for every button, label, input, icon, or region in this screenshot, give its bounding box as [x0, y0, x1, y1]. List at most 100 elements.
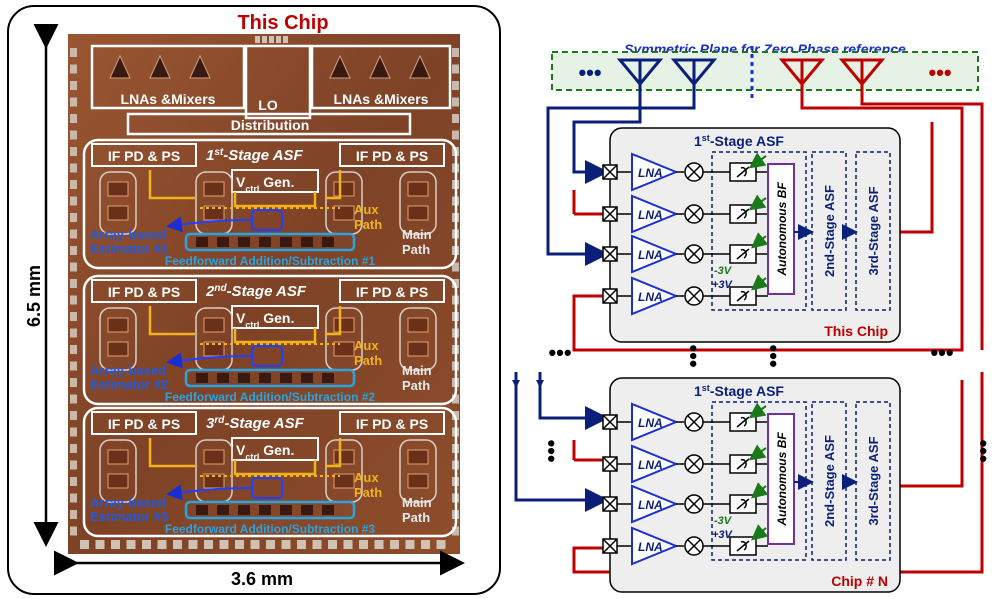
pad [95, 540, 105, 549]
feedforward-cell [196, 373, 208, 383]
pad [70, 345, 77, 354]
pad [80, 540, 89, 549]
lna-icon [631, 276, 679, 316]
minus3v-label: -3V [714, 515, 733, 527]
feedforward-cell [301, 373, 313, 383]
if-pd-label-left: IF PD & PS [108, 148, 180, 164]
main-label-1: Main [402, 227, 432, 242]
feed-red [900, 122, 934, 234]
stage-frame [82, 274, 458, 406]
lna-label: LNA [638, 540, 663, 554]
feedforward-cell [238, 237, 250, 247]
pad [70, 378, 77, 387]
antenna-array-box [551, 51, 979, 91]
phase-shifter-glyph [736, 458, 750, 470]
pad [255, 36, 260, 43]
autonomous-bf-label: Autonomous BF [775, 182, 789, 277]
feed-navy [538, 372, 609, 430]
feedforward-cell [322, 373, 334, 383]
height-label: 6.5 mm [24, 265, 44, 327]
mixer-icon-x [687, 539, 701, 553]
feedforward-box [184, 232, 356, 252]
pad [70, 427, 77, 437]
if-pd-box-right [339, 279, 445, 303]
ellipsis-vertical-4: ••• [971, 439, 996, 462]
antenna-icon [838, 58, 886, 100]
pill-column [99, 439, 137, 503]
feedforward-cell [238, 373, 250, 383]
aux-path-trace [148, 438, 342, 476]
input-switch-x [602, 456, 618, 472]
lna-layout-shape [149, 54, 171, 79]
if-pd-label-right: IF PD & PS [356, 284, 428, 300]
feedforward-box [184, 368, 356, 388]
if-pd-box-left [91, 143, 197, 167]
device-block [333, 449, 355, 465]
control-arrow [750, 524, 769, 541]
feedforward-cell [280, 505, 292, 515]
control-arrow [748, 402, 767, 419]
feedforward-cell [217, 237, 229, 247]
if-pd-box-left [91, 279, 197, 303]
if-pd-label-left: IF PD & PS [108, 284, 180, 300]
pad [235, 540, 244, 549]
autonomous-bf-label: Autonomous BF [775, 432, 789, 527]
block-diagram: Symmetric Plane for Zero Phase reference… [512, 41, 996, 593]
first-stage-title: 1st-Stage ASF [694, 383, 784, 399]
lna-layout-shape [369, 54, 391, 79]
device-block [107, 341, 129, 357]
estimator-arrow [166, 216, 253, 233]
phase-shifter-glyph [736, 290, 750, 302]
estimator-label-2: Estimator #2 [90, 377, 168, 392]
second-stage-label: 2nd-Stage ASF [822, 435, 837, 527]
feedforward-cell [217, 505, 229, 515]
feedforward-cell [196, 505, 208, 515]
chip-block-n: 1st-Stage ASFLNALNALNALNA-3V+3VAutonomou… [602, 377, 901, 593]
input-switch-x [602, 288, 618, 304]
lna-icon [631, 484, 679, 524]
chip-blocks: 1st-Stage ASFLNALNALNALNA-3V+3VAutonomou… [602, 127, 901, 593]
feedforward-cell [259, 505, 271, 515]
if-pd-box-left [91, 411, 197, 435]
device-block [107, 181, 129, 197]
device-block [333, 205, 355, 221]
pad [70, 246, 77, 255]
aux-label-1: Aux [354, 470, 379, 485]
first-stage-title: 1st-Stage ASF [694, 133, 784, 149]
lna-icon [631, 444, 679, 484]
pad [452, 48, 459, 57]
vctrl-label: Vctrl Gen. [236, 310, 294, 330]
pad [70, 180, 77, 189]
estimator-label-2: Estimator #1 [90, 241, 168, 256]
pad [452, 394, 459, 404]
estimator-label-2: Estimator #3 [90, 509, 168, 524]
device-block [203, 317, 225, 333]
input-switch-x [602, 414, 618, 430]
lna-mixer-layout [109, 54, 431, 79]
die-panel: This Chip 6.5 mm 3.6 mm LNAs &Mixers LNA… [7, 5, 501, 595]
aux-path-trace [148, 306, 342, 344]
control-arrow [750, 232, 769, 249]
device-block [203, 181, 225, 197]
lna-layout-shape [409, 54, 431, 79]
pad [204, 540, 213, 549]
lna-label: LNA [638, 290, 663, 304]
mixer-icon-x [687, 165, 701, 179]
feedforward-cell [301, 237, 313, 247]
pad [111, 540, 120, 549]
pad [452, 130, 459, 140]
mixer-icon-x [687, 457, 701, 471]
device-block [107, 205, 129, 221]
pad [70, 312, 77, 321]
feedforward-label: Feedforward Addition/Subtraction #3 [165, 522, 376, 536]
antennas [616, 58, 886, 100]
pad [436, 540, 446, 549]
feedforward-cell [280, 373, 292, 383]
pad [452, 97, 459, 107]
pad [188, 540, 198, 549]
pill-column [99, 307, 137, 371]
second-stage-label: 2nd-Stage ASF [822, 185, 837, 277]
